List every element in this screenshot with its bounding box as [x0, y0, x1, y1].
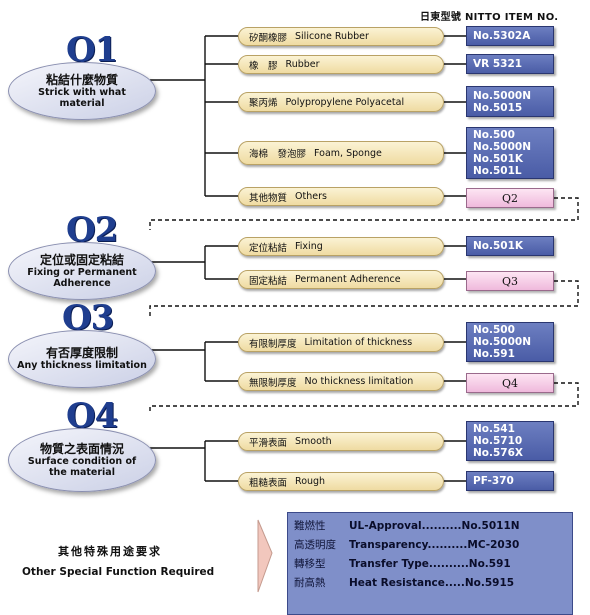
option-others[interactable]: 其他物質 Others	[238, 187, 444, 206]
option-zh: 平滑表面	[249, 437, 288, 449]
option-en: Rubber	[285, 59, 320, 70]
special-en: Transfer Type..........No.591	[349, 558, 511, 570]
code-text: No.576X	[473, 447, 524, 459]
special-zh: 難燃性	[294, 520, 326, 532]
option-en: No thickness limitation	[304, 376, 414, 387]
special-zh: 轉移型	[294, 558, 326, 570]
code-text: No.5015	[473, 101, 523, 114]
option-zh: 無限制厚度	[249, 377, 297, 389]
item-number-header: 日東型號 NITTO ITEM NO.	[420, 12, 559, 23]
option-smooth[interactable]: 平滑表面 Smooth	[238, 432, 444, 451]
special-row: 難燃性 UL-Approval..........No.5011N	[294, 517, 566, 536]
option-zh: 其他物質	[249, 192, 288, 204]
option-permanent-adherence[interactable]: 固定粘結 Permanent Adherence	[238, 270, 444, 289]
option-limitation-thickness[interactable]: 有限制厚度 Limitation of thickness	[238, 333, 444, 352]
code-box: No.501K	[466, 236, 554, 256]
code-text: No.5000N	[473, 89, 532, 102]
option-zh: 聚丙烯	[249, 98, 278, 109]
special-row: 高透明度 Transparency..........MC-2030	[294, 536, 566, 555]
q1-question: 粘結什麼物質 Strick with what material	[8, 62, 156, 120]
option-silicone-rubber[interactable]: 矽酮橡膠 Silicone Rubber	[238, 27, 444, 46]
q2-question-en: Fixing or Permanent Adherence	[27, 266, 137, 289]
option-zh: 定位粘結	[249, 242, 288, 254]
other-function-title-zh: 其他特殊用途要求	[58, 545, 162, 558]
option-en: Permanent Adherence	[295, 274, 401, 285]
option-en: Foam, Sponge	[314, 147, 382, 159]
q1-question-en: Strick with what material	[38, 86, 126, 109]
special-en: Transparency..........MC-2030	[349, 539, 520, 551]
code-text: No.5302A	[473, 30, 531, 42]
option-zh: 粗糙表面	[249, 477, 288, 489]
code-text: VR 5321	[473, 58, 523, 70]
option-en: Smooth	[295, 436, 332, 447]
option-no-thickness-limitation[interactable]: 無限制厚度 No thickness limitation	[238, 372, 444, 391]
option-zh: 固定粘結	[249, 275, 288, 287]
option-rough[interactable]: 粗糙表面 Rough	[238, 472, 444, 491]
option-en: Polypropylene Polyacetal	[285, 96, 405, 108]
q4-question: 物質之表面情況 Surface condition of the materia…	[8, 428, 156, 492]
q2-question: 定位或固定粘結 Fixing or Permanent Adherence	[8, 242, 156, 300]
q3-question-en: Any thickness limitation	[17, 360, 147, 371]
special-function-box: 難燃性 UL-Approval..........No.5011N 高透明度 Tra…	[287, 512, 573, 615]
code-box: VR 5321	[466, 54, 554, 74]
special-en: Heat Resistance.....No.5915	[349, 577, 515, 589]
code-box: PF-370	[466, 471, 554, 491]
option-en: Others	[295, 191, 327, 202]
q4-question-zh: 物質之表面情況	[39, 441, 124, 456]
q3-question: 有否厚度限制 Any thickness limitation	[8, 330, 156, 388]
option-en: Silicone Rubber	[295, 31, 369, 42]
goto-q3-box[interactable]: Q3	[466, 271, 554, 291]
code-text: No.541	[473, 423, 515, 435]
q2-question-zh: 定位或固定粘結	[39, 252, 124, 267]
code-text: No.501K	[473, 153, 524, 165]
code-box: No.5302A	[466, 26, 554, 46]
goto-q4-box[interactable]: Q4	[466, 373, 554, 393]
special-zh: 高透明度	[294, 539, 336, 551]
code-text: No.501K	[473, 240, 524, 252]
code-text: No.591	[473, 348, 515, 360]
special-row: 轉移型 Transfer Type..........No.591	[294, 555, 566, 574]
special-en: UL-Approval..........No.5011N	[349, 520, 520, 532]
special-row: 耐高熱 Heat Resistance.....No.5915	[294, 574, 566, 593]
q4-question-en: Surface condition of the material	[27, 455, 137, 478]
special-zh: 耐高熱	[294, 577, 326, 589]
code-text: No.500	[473, 129, 515, 141]
option-rubber[interactable]: 橡 膠 Rubber	[238, 55, 444, 74]
option-zh: 有限制厚度	[249, 338, 297, 350]
arrow-icon	[257, 519, 273, 593]
goto-q2-box[interactable]: Q2	[466, 188, 554, 208]
q1-question-zh: 粘結什麼物質	[45, 72, 118, 87]
code-text: No.5710	[473, 435, 523, 447]
option-fixing[interactable]: 定位粘結 Fixing	[238, 237, 444, 256]
option-en: Rough	[295, 476, 326, 487]
code-text: PF-370	[473, 475, 514, 487]
code-text: No.5000N	[473, 141, 532, 153]
option-en: Limitation of thickness	[304, 337, 413, 348]
option-zh: 矽酮橡膠	[249, 32, 288, 44]
code-text: No.5000N	[473, 336, 532, 348]
option-polypropylene[interactable]: 聚丙烯 Polypropylene Polyacetal	[238, 92, 444, 112]
other-function-title-en: Other Special Function Required	[22, 566, 215, 578]
option-zh: 橡 膠	[249, 60, 278, 72]
option-zh: 海棉 發泡膠	[249, 149, 307, 160]
code-text: No.500	[473, 324, 515, 336]
q3-question-zh: 有否厚度限制	[45, 346, 118, 360]
option-en: Fixing	[295, 241, 323, 252]
option-foam-sponge[interactable]: 海棉 發泡膠 Foam, Sponge	[238, 141, 444, 165]
code-text: No.501L	[473, 165, 522, 177]
